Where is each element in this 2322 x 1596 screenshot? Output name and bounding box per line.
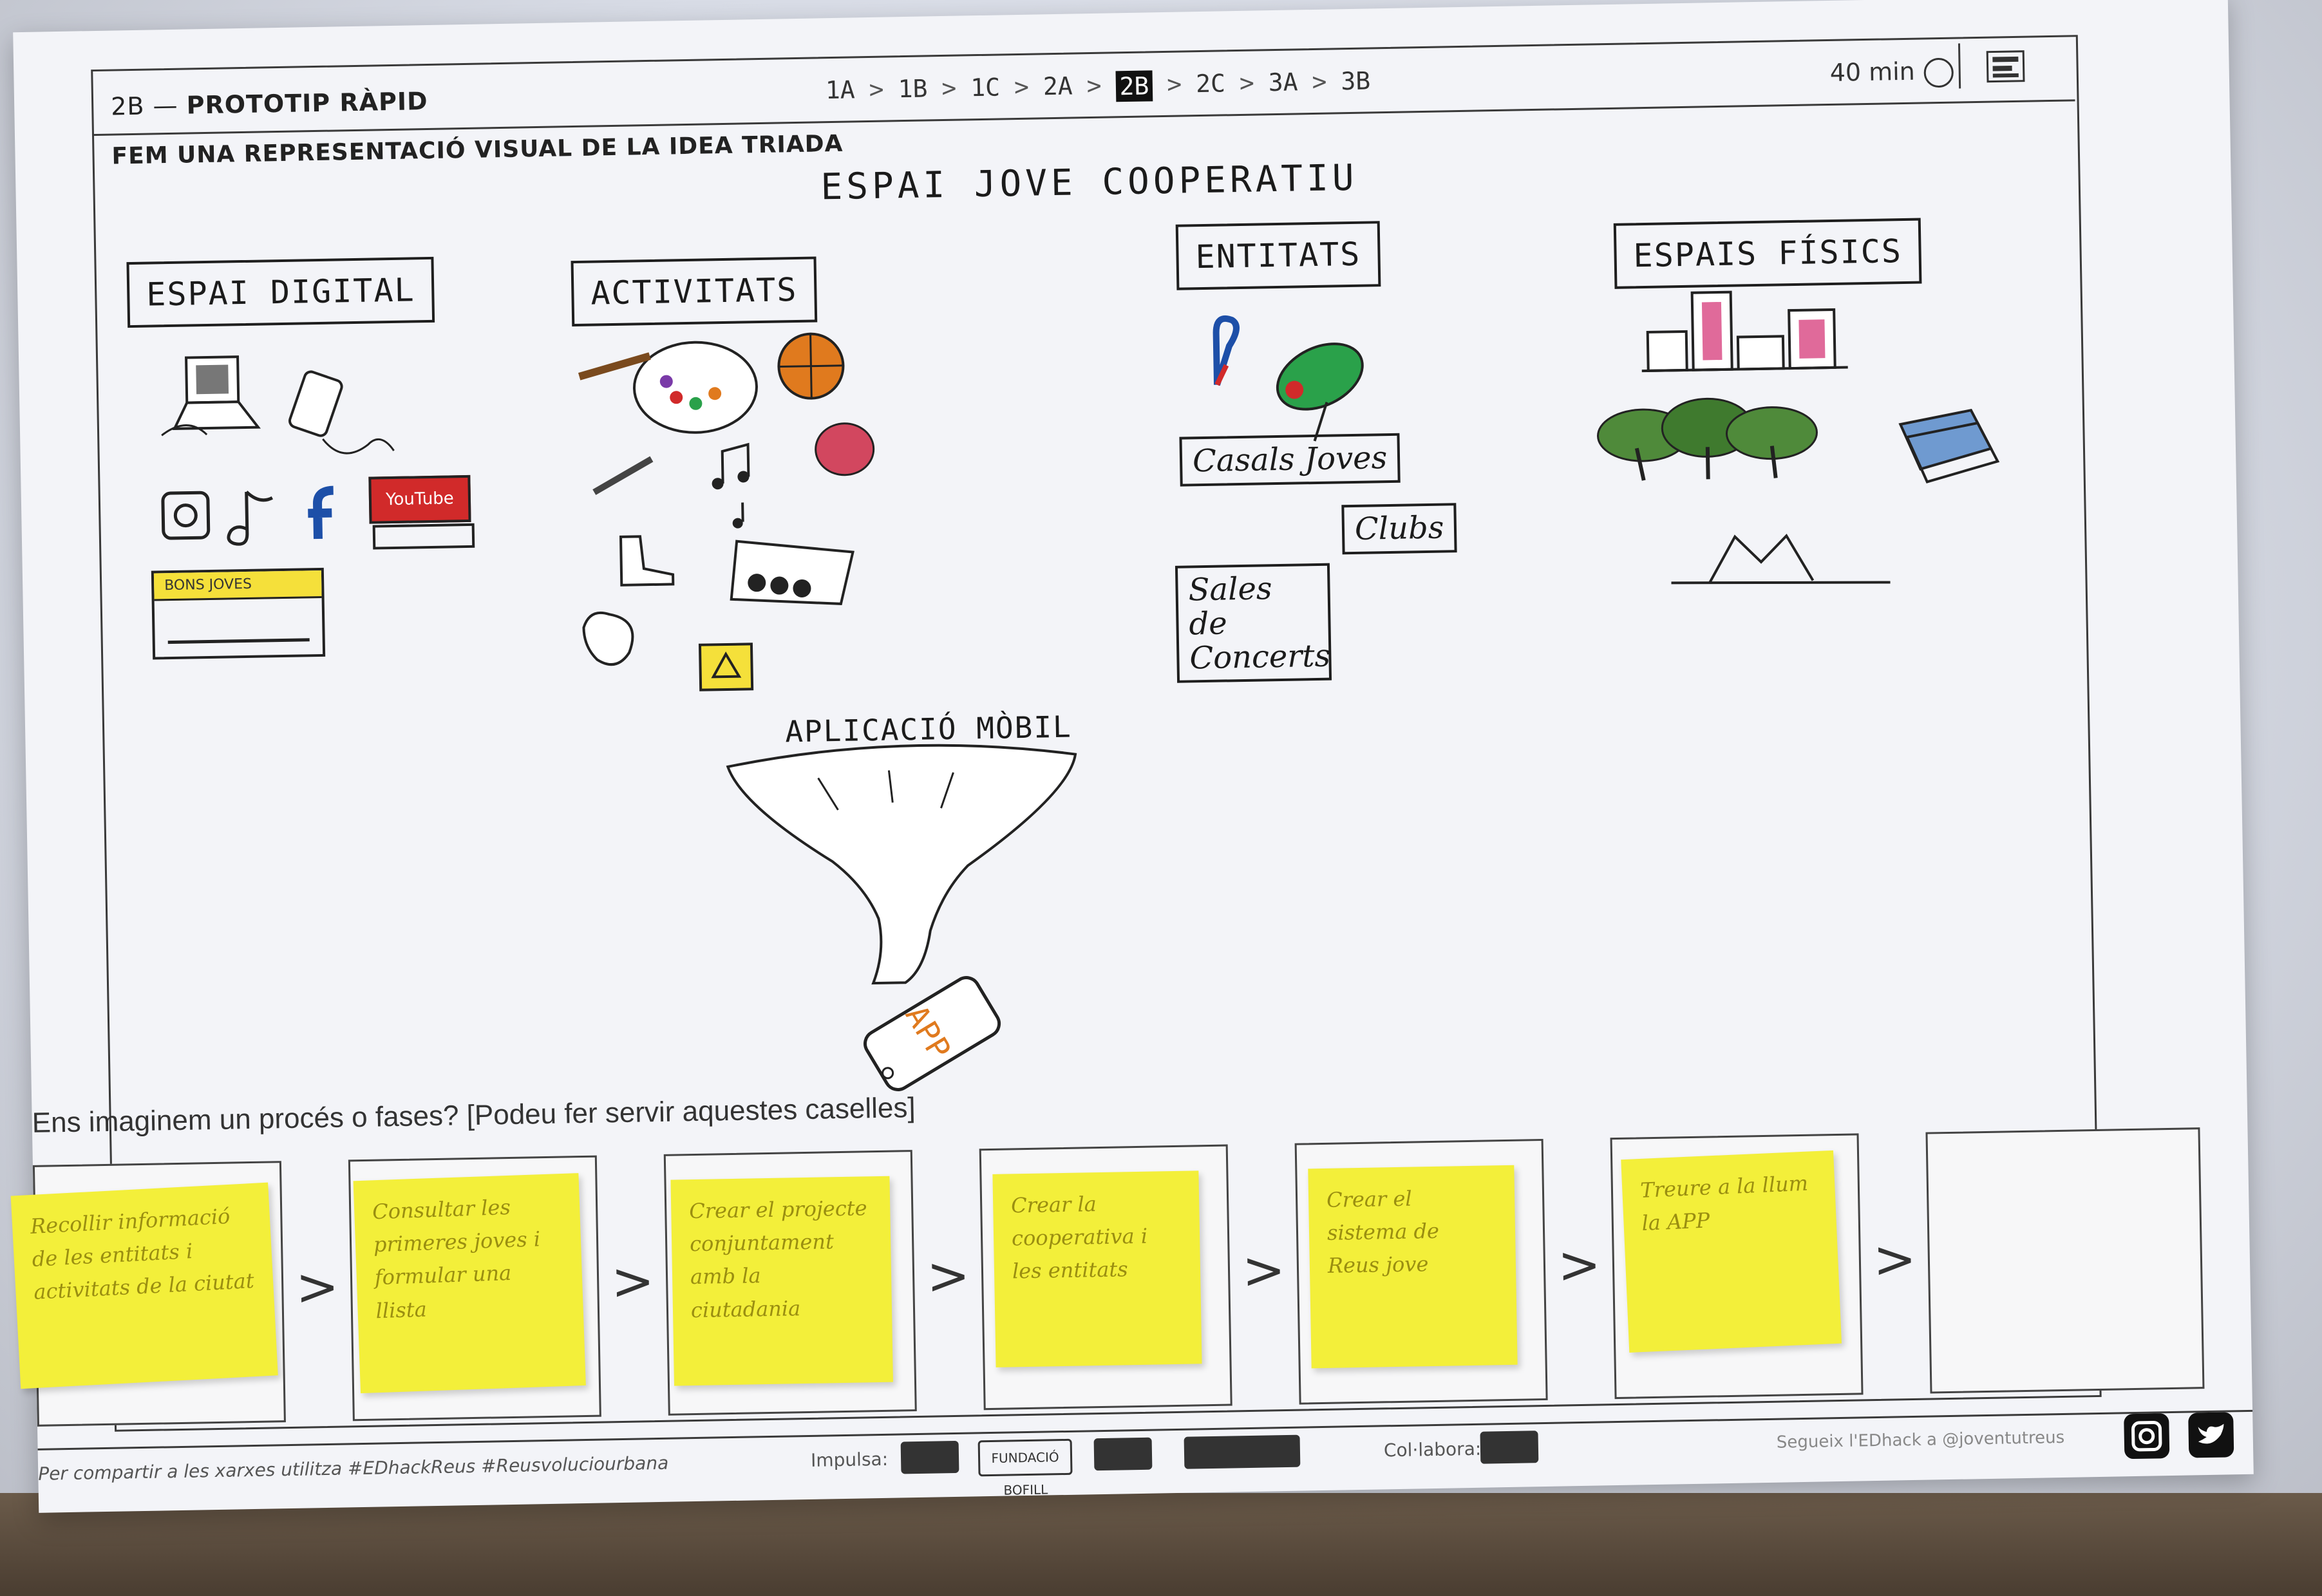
basketball-icon <box>777 332 845 400</box>
skate-park-icon <box>1671 533 1891 585</box>
phone-device-icon <box>288 370 343 437</box>
activities-drawing <box>578 332 875 691</box>
youtube-shadow <box>372 523 475 550</box>
collaborator-logo <box>1480 1431 1539 1464</box>
worksheet-paper: 2B — PROTOTIP RÀPID 1A> 1B> 1C> 2A> 2B> … <box>10 0 2254 1513</box>
youtube-icon: YouTube <box>368 474 471 524</box>
devices-drawing <box>161 355 395 455</box>
collabora-label: Col·labora: <box>1383 1438 1482 1461</box>
follow-text: Segueix l'EDhack a @joventutreus <box>1776 1427 2065 1452</box>
step-1a: 1A <box>825 75 856 105</box>
entities-drawing <box>1213 315 1364 442</box>
step-3b: 3B <box>1341 66 1371 96</box>
step-1b: 1B <box>898 74 928 104</box>
sheet-code: 2B <box>110 91 145 121</box>
worksheet-header: 2B — PROTOTIP RÀPID 1A> 1B> 1C> 2A> 2B> … <box>91 35 2075 170</box>
yellow-sign-icon <box>698 643 754 691</box>
table-surface <box>0 1493 2322 1596</box>
facebook-icon <box>308 485 334 540</box>
sticky-note-6: Treure a la llum la APP <box>1621 1150 1842 1353</box>
instagram-icon <box>161 491 211 540</box>
bons-joves-line <box>167 638 310 644</box>
time-text: 40 min <box>1829 57 1916 87</box>
music-note-icon <box>712 442 750 529</box>
step-2c: 2C <box>1195 69 1226 99</box>
ribbon-icon <box>1213 315 1240 386</box>
sticky-note-5: Crear el sistema de Reus jove <box>1308 1165 1518 1369</box>
parrot-icon <box>1276 343 1364 442</box>
entity-casals-joves: Casals Joves <box>1179 433 1401 487</box>
sticky-note-3: Crear el projecte conjuntament amb la ci… <box>670 1176 893 1386</box>
edhack-logo-icon <box>1986 50 2025 83</box>
sticky-note-1: Recollir informació de les entitats i ac… <box>10 1182 278 1389</box>
arrow-4: > <box>1241 1240 1286 1301</box>
paint-palette-icon <box>578 341 758 434</box>
bons-joves-card: BONS JOVES <box>151 567 326 660</box>
arrow-3: > <box>926 1245 970 1306</box>
time-estimate: 40 min <box>1829 57 1954 89</box>
step-1c: 1C <box>970 73 1001 102</box>
sheet-footer: Per compartir a les xarxes utilitza #EDh… <box>37 1409 2254 1502</box>
bons-joves-label: BONS JOVES <box>153 570 322 601</box>
pencil-icon <box>592 456 654 495</box>
sneakers-icon <box>619 535 675 587</box>
edhack-logo <box>1958 42 2032 89</box>
funnel-drawing <box>726 744 1077 985</box>
social-icons-drawing <box>161 485 334 546</box>
sticky-note-4: Crear la cooperativa i les entitats <box>992 1170 1202 1367</box>
share-hashtags: Per compartir a les xarxes utilitza #EDh… <box>37 1452 669 1485</box>
category-entities: ENTITATS <box>1175 221 1381 290</box>
sheet-title: 2B — PROTOTIP RÀPID <box>110 86 428 121</box>
chicken-icon <box>582 611 634 666</box>
twitter-icon <box>2188 1412 2234 1458</box>
entity-sales-concerts: Sales de Concerts <box>1175 563 1332 684</box>
sponsor-logo-casal <box>1093 1437 1153 1471</box>
buildings-icon <box>1641 290 1848 373</box>
tiktok-icon <box>227 491 274 546</box>
entity-clubs: Clubs <box>1341 503 1457 555</box>
step-2b-active: 2B <box>1115 70 1153 102</box>
instagram-icon <box>2124 1413 2170 1460</box>
physical-spaces-drawing <box>1597 290 2000 585</box>
concert-crowd-icon <box>730 540 854 605</box>
step-box-7 <box>1925 1127 2205 1394</box>
sticky-note-2: Consultar les primeres joves i formular … <box>353 1173 586 1394</box>
clock-icon <box>1923 57 1954 88</box>
step-2a: 2A <box>1043 71 1073 101</box>
app-phone: APP <box>841 974 1011 1109</box>
brain-icon <box>815 422 875 476</box>
sheet-title-text: PROTOTIP RÀPID <box>186 86 428 120</box>
arrow-6: > <box>1873 1228 1917 1290</box>
category-activities: ACTIVITATS <box>571 256 818 327</box>
process-steps: Recollir informació de les entitats i ac… <box>10 1127 2252 1442</box>
arrow-2: > <box>610 1251 656 1312</box>
impulsa-label: Impulsa: <box>810 1448 889 1471</box>
arrow-5: > <box>1557 1234 1601 1295</box>
step-3a: 3A <box>1268 68 1298 97</box>
app-phone-icon <box>864 976 1001 1091</box>
sponsor-logo-bofill: FUNDACIÓ BOFILL <box>977 1438 1073 1498</box>
sponsor-logo-1 <box>900 1440 959 1474</box>
category-digital: ESPAI DIGITAL <box>126 256 435 328</box>
step-breadcrumb: 1A> 1B> 1C> 2A> 2B> 2C> 3A> 3B <box>826 66 1371 107</box>
newspapers-icon <box>1898 408 2000 483</box>
sponsor-logo-diputacio <box>1184 1434 1301 1469</box>
laptop-icon <box>172 355 261 430</box>
arrow-1: > <box>295 1256 340 1317</box>
trees-icon <box>1597 397 1818 481</box>
